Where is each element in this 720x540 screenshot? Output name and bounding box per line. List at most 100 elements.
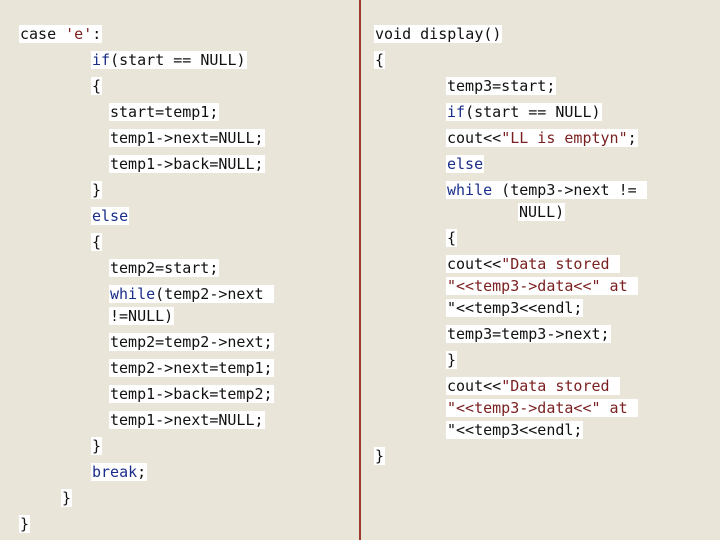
- code-token: {: [375, 51, 385, 69]
- code-token: temp2=start;: [110, 259, 219, 277]
- code-line-highlight: }: [446, 351, 458, 369]
- code-token: temp2=temp2->next;: [110, 333, 273, 351]
- code-line: while(temp2->next: [109, 284, 274, 304]
- code-line: {: [446, 228, 458, 248]
- code-line-highlight: temp1->next=NULL;: [109, 411, 265, 429]
- code-token: temp3=start;: [447, 77, 556, 95]
- code-line-highlight: temp2=start;: [109, 259, 220, 277]
- code-token: }: [447, 351, 457, 369]
- code-line-highlight: "<<temp3->data<<" at: [446, 399, 638, 417]
- code-line: if(start == NULL): [446, 102, 602, 122]
- code-token: "<<temp3->data<<" at: [447, 399, 637, 417]
- code-line-highlight: {: [91, 233, 103, 251]
- code-line: temp1->next=NULL;: [109, 410, 265, 430]
- code-token: while: [447, 181, 493, 199]
- code-line-highlight: "<<temp3<<endl;: [446, 421, 584, 439]
- code-line-highlight: start=temp1;: [109, 103, 220, 121]
- code-line: temp1->back=NULL;: [109, 154, 265, 174]
- code-line: void display(): [374, 24, 503, 44]
- code-token: {: [447, 229, 457, 247]
- code-line: }: [91, 436, 103, 456]
- code-line: start=temp1;: [109, 102, 220, 122]
- code-line: temp3=temp3->next;: [446, 324, 611, 344]
- code-token: (temp3->next !=: [492, 181, 646, 199]
- code-token: }: [375, 447, 385, 465]
- code-line: while (temp3->next !=: [446, 180, 647, 200]
- code-line-highlight: cout<<"LL is emptyn";: [446, 129, 638, 147]
- code-token: }: [20, 515, 30, 533]
- code-line-highlight: }: [374, 447, 386, 465]
- code-line: cout<<"Data stored: [446, 254, 620, 274]
- code-token: "LL is emptyn": [501, 129, 628, 147]
- code-token: void display(): [375, 25, 502, 43]
- code-line: else: [446, 154, 485, 174]
- code-line: temp1->next=NULL;: [109, 128, 265, 148]
- code-token: (start == NULL): [465, 103, 601, 121]
- code-line-highlight: {: [91, 77, 103, 95]
- code-line-highlight: while(temp2->next: [109, 285, 274, 303]
- code-line-highlight: }: [91, 437, 103, 455]
- code-line: }: [91, 180, 103, 200]
- code-line-highlight: while (temp3->next !=: [446, 181, 647, 199]
- code-token: 'e': [65, 25, 93, 43]
- code-token: "Data stored: [501, 255, 619, 273]
- code-token: }: [62, 489, 72, 507]
- code-token: {: [92, 233, 102, 251]
- code-line: "<<temp3<<endl;: [446, 420, 584, 440]
- code-token: temp1->next=NULL;: [110, 129, 264, 147]
- code-line-highlight: temp3=start;: [446, 77, 557, 95]
- code-token: !=NULL): [110, 307, 174, 325]
- code-line: break;: [91, 462, 148, 482]
- code-line: NULL): [518, 202, 566, 222]
- code-token: ;: [627, 129, 637, 147]
- code-line: {: [91, 232, 103, 252]
- code-token: else: [447, 155, 484, 173]
- code-line-highlight: }: [19, 515, 31, 533]
- code-token: (temp2->next: [155, 285, 273, 303]
- code-token: temp1->back=temp2;: [110, 385, 273, 403]
- code-line-highlight: if(start == NULL): [91, 51, 247, 69]
- code-token: if: [447, 103, 466, 121]
- code-line-highlight: }: [91, 181, 103, 199]
- code-line-highlight: void display(): [374, 25, 503, 43]
- code-token: (start == NULL): [110, 51, 246, 69]
- code-line: "<<temp3->data<<" at: [446, 398, 638, 418]
- code-line-highlight: else: [446, 155, 485, 173]
- code-line: {: [91, 76, 103, 96]
- code-token: while: [110, 285, 156, 303]
- code-line-highlight: {: [374, 51, 386, 69]
- code-line-highlight: break;: [91, 463, 148, 481]
- code-line: if(start == NULL): [91, 50, 247, 70]
- code-line-highlight: "<<temp3<<endl;: [446, 299, 584, 317]
- code-token: "<<temp3<<endl;: [447, 299, 583, 317]
- code-token: cout<<: [447, 377, 502, 395]
- code-token: temp1->back=NULL;: [110, 155, 264, 173]
- code-line-highlight: "<<temp3->data<<" at: [446, 277, 638, 295]
- code-token: :: [92, 25, 102, 43]
- code-line: temp3=start;: [446, 76, 557, 96]
- code-token: {: [92, 77, 102, 95]
- code-line-highlight: temp3=temp3->next;: [446, 325, 611, 343]
- code-token: "Data stored: [501, 377, 619, 395]
- code-line-highlight: cout<<"Data stored: [446, 377, 620, 395]
- code-line-highlight: !=NULL): [109, 307, 175, 325]
- code-line: }: [61, 488, 73, 508]
- code-line: temp2=start;: [109, 258, 220, 278]
- code-line: "<<temp3<<endl;: [446, 298, 584, 318]
- code-line: temp1->back=temp2;: [109, 384, 274, 404]
- code-token: else: [92, 207, 129, 225]
- code-line-highlight: temp1->back=temp2;: [109, 385, 274, 403]
- code-token: case: [20, 25, 66, 43]
- code-line: cout<<"LL is emptyn";: [446, 128, 638, 148]
- code-token: temp2->next=temp1;: [110, 359, 273, 377]
- code-line: }: [446, 350, 458, 370]
- code-token: cout<<: [447, 255, 502, 273]
- code-token: }: [92, 437, 102, 455]
- code-token: ;: [137, 463, 147, 481]
- code-token: NULL): [519, 203, 565, 221]
- code-token: temp1->next=NULL;: [110, 411, 264, 429]
- code-token: if: [92, 51, 111, 69]
- code-line: "<<temp3->data<<" at: [446, 276, 638, 296]
- code-line: {: [374, 50, 386, 70]
